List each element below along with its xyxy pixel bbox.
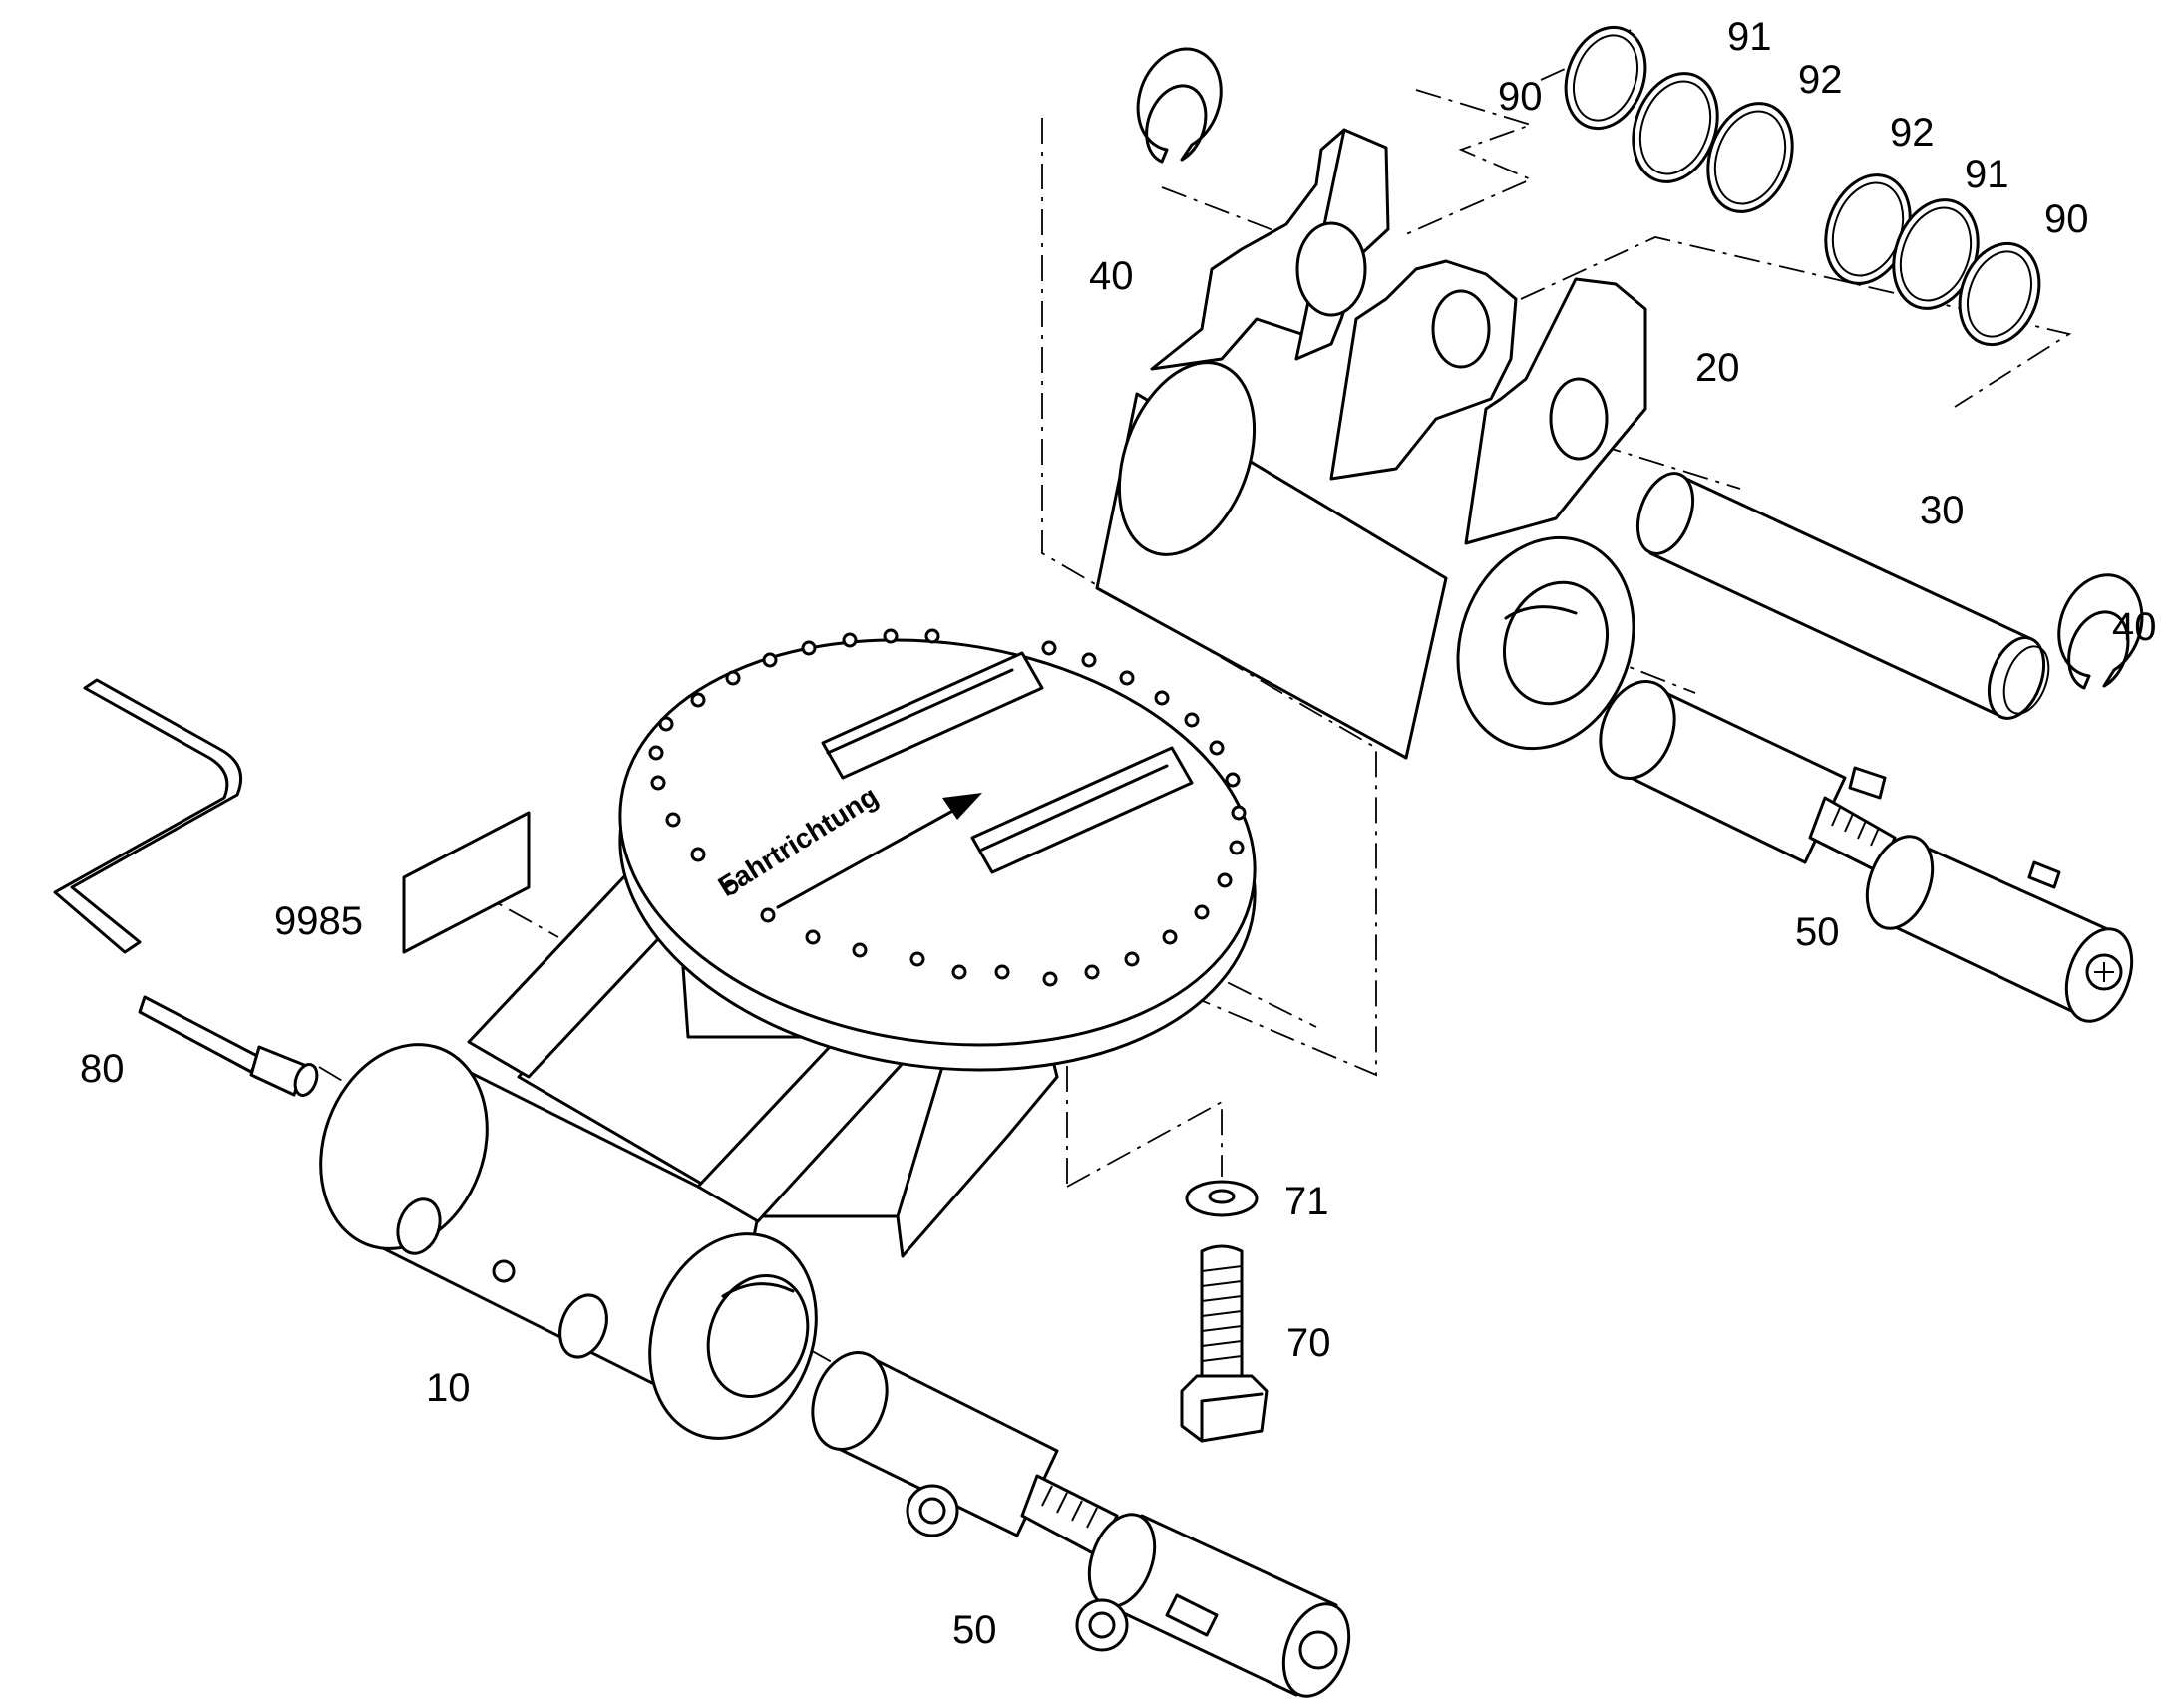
part-70-bolt (1180, 1244, 1269, 1443)
label-92-a: 92 (1798, 58, 1843, 102)
label-91-a: 91 (1727, 15, 1772, 59)
pin-30 (1635, 472, 2050, 720)
label-50-b: 50 (952, 1608, 997, 1652)
rings-90-91-92 (1564, 25, 2041, 347)
part-71-washer (1185, 1180, 1259, 1217)
label-9985: 9985 (274, 899, 363, 943)
label-90-a: 90 (1498, 75, 1543, 119)
label-90-b: 90 (2044, 197, 2089, 241)
label-10: 10 (426, 1366, 471, 1410)
label-92-b: 92 (1890, 111, 1935, 155)
label-40-a: 40 (1089, 254, 1134, 298)
label-70: 70 (1286, 1321, 1331, 1365)
part-50-lower (811, 1351, 1351, 1698)
part-10-base: Fahrtrichtung (319, 628, 1257, 1440)
label-40-b: 40 (2112, 605, 2157, 649)
label-30: 30 (1920, 489, 1965, 532)
part-20-bracket (1095, 128, 1647, 760)
label-91-b: 91 (1965, 153, 2009, 196)
label-80: 80 (80, 1047, 125, 1091)
label-50-a: 50 (1795, 910, 1840, 954)
circlips-40 (1136, 47, 2144, 690)
label-20: 20 (1695, 346, 1740, 390)
part-50-upper (1599, 680, 2134, 1023)
callout-labels: 90 91 92 92 91 90 40 20 30 40 50 9985 80… (80, 15, 2157, 1652)
part-9985-plate (402, 811, 531, 954)
label-71: 71 (1284, 1180, 1329, 1223)
part-80-rod (53, 678, 319, 1097)
turntable-bolt-holes (648, 628, 1247, 987)
